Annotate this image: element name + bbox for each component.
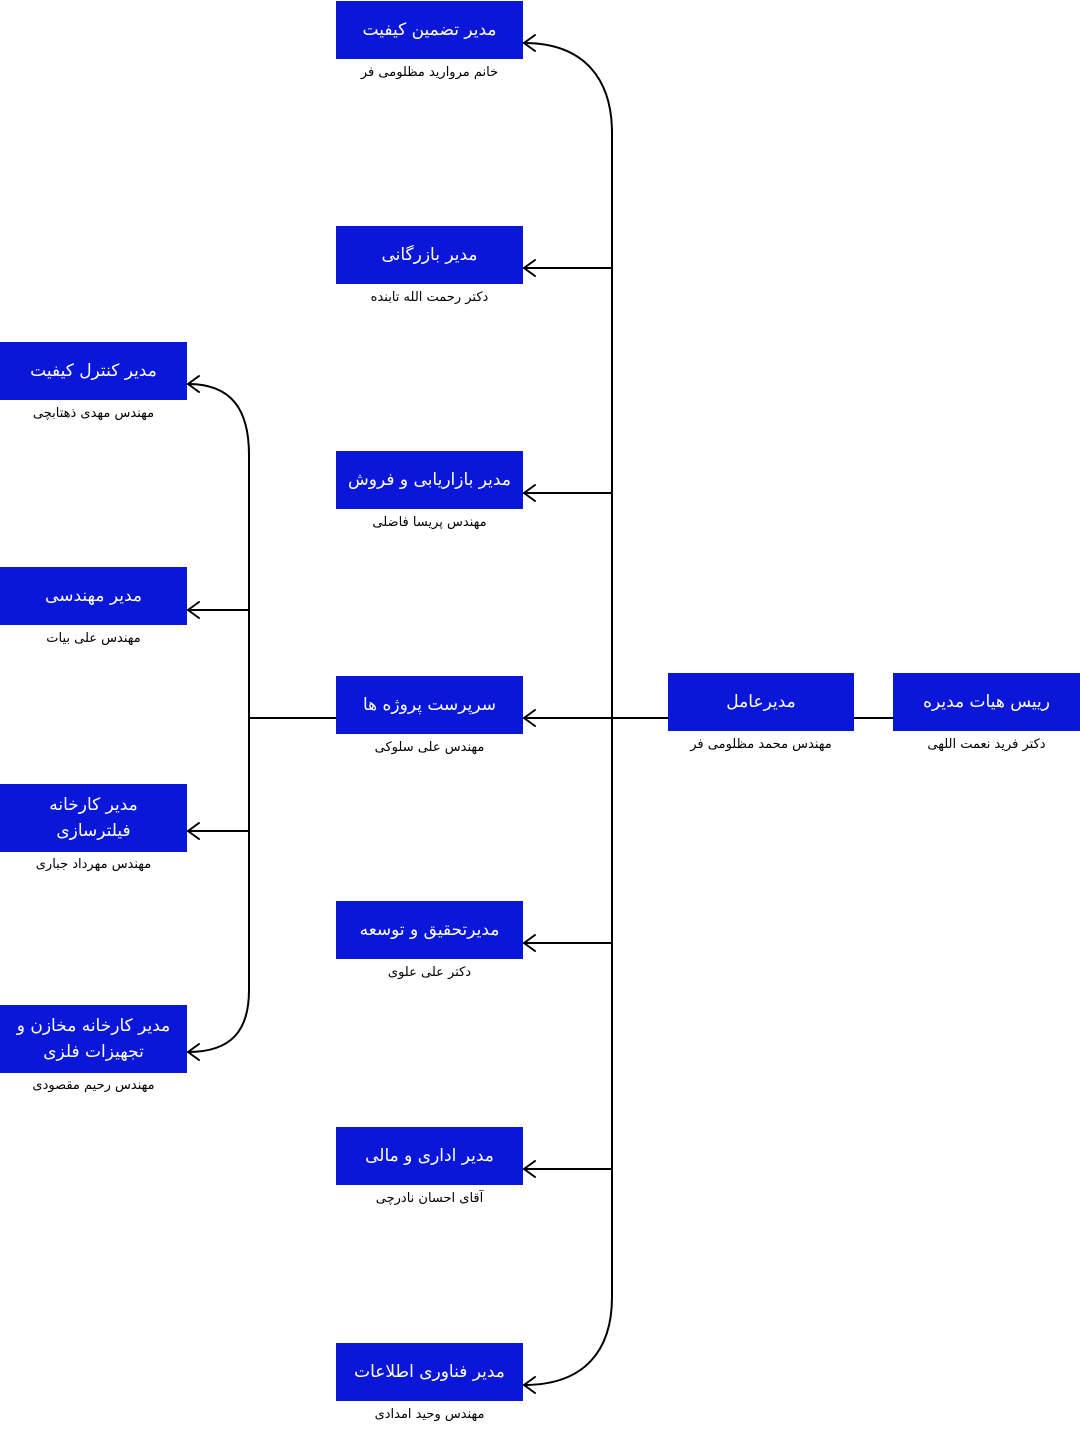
node-title: مدیر اداری و مالی — [336, 1127, 523, 1185]
arrowhead-filter-factory — [187, 822, 200, 840]
node-title: مدیر کارخانه مخازن و تجهیزات فلزی — [0, 1005, 187, 1073]
node-person: دکتر فرید نعمت اللهی — [927, 737, 1046, 752]
arrowhead-tanks-factory — [187, 1043, 200, 1061]
node-person: خانم مروارید مظلومی فر — [360, 65, 499, 80]
node-person: مهندس محمد مظلومی فر — [690, 737, 832, 752]
node-title: سرپرست پروژه ها — [336, 676, 523, 734]
arrowhead-marketing — [523, 484, 536, 502]
node-person: مهندس علی سلوکی — [374, 740, 485, 755]
node-person: دکتر علی علوی — [387, 965, 472, 980]
arrowhead-commerce — [523, 259, 536, 277]
node-person: مهندس مهدی ذهتابچی — [32, 406, 155, 421]
node-title: رییس هیات مدیره — [893, 673, 1080, 731]
node-title: مدیرتحقیق و توسعه — [336, 901, 523, 959]
arrowhead-admin-finance — [523, 1160, 536, 1178]
node-title: مدیر کنترل کیفیت — [0, 342, 187, 400]
node-person: مهندس وحید امدادی — [374, 1407, 485, 1422]
node-title: مدیرعامل — [668, 673, 854, 731]
connector-left-trunk — [187, 383, 250, 1053]
node-person: دکتر رحمت الله تابنده — [370, 290, 489, 305]
node-title: مدیر مهندسی — [0, 567, 187, 625]
node-title: مدیر کارخانه فیلترسازی — [0, 784, 187, 852]
arrowhead-projects — [523, 709, 536, 727]
arrowhead-quality-control — [187, 375, 200, 393]
arrowhead-qa — [523, 34, 536, 52]
node-title: مدیر بازرگانی — [336, 226, 523, 284]
connector-main-trunk — [523, 42, 613, 1386]
node-person: مهندس علی بیات — [46, 631, 141, 646]
node-title: مدیر تضمین کیفیت — [336, 1, 523, 59]
node-person: مهندس مهرداد جباری — [35, 857, 152, 872]
node-person: مهندس پریسا فاضلی — [372, 515, 487, 530]
arrowhead-engineering — [187, 601, 200, 619]
node-person: مهندس رحیم مقصودی — [32, 1078, 155, 1093]
arrowhead-it — [523, 1376, 536, 1394]
node-title: مدیر بازاریابی و فروش — [336, 451, 523, 509]
node-person: آقای احسان نادرچی — [375, 1191, 484, 1206]
arrowhead-rnd — [523, 934, 536, 952]
node-title: مدیر فناوری اطلاعات — [336, 1343, 523, 1401]
